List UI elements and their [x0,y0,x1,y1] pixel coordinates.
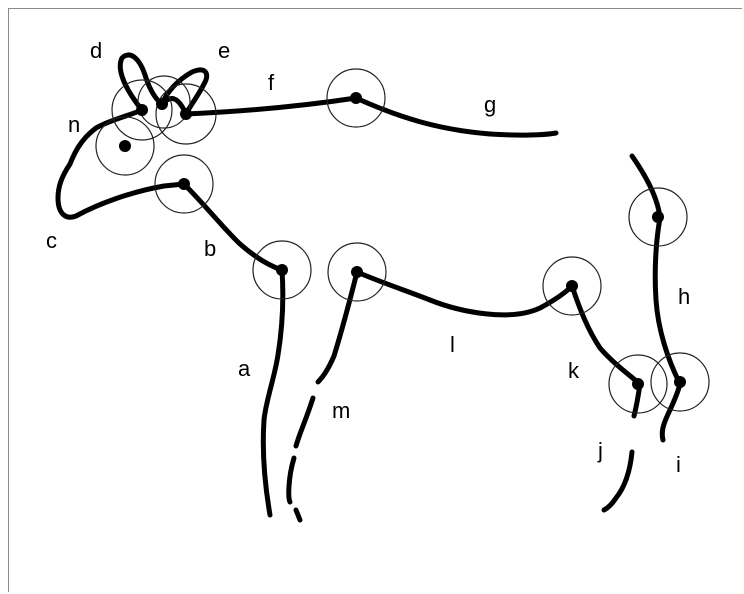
joint-dot-throat [178,178,190,190]
joint-dot-a [276,264,288,276]
joint-dot-f [350,92,362,104]
label-b: b [204,236,216,261]
label-g: g [484,92,496,117]
joint-dot-h [652,211,664,223]
joint-dot-n [119,140,131,152]
label-m: m [332,398,350,423]
curve-j-lower [604,452,632,510]
curve-h [632,156,680,384]
label-j: j [597,438,603,463]
label-k: k [568,358,580,383]
joint-dot-i [674,376,686,388]
curve-m-lower [289,458,294,502]
label-f: f [268,70,275,95]
label-e: e [218,38,230,63]
joint-dot-d [136,104,148,116]
label-l: l [450,332,455,357]
joint-dot-j [632,378,644,390]
curve-b [184,184,282,270]
label-i: i [676,452,681,477]
label-n: n [68,112,80,137]
curve-m-tip [296,510,300,520]
curve-a [263,270,283,515]
joint-rings [96,69,709,413]
curve-d [120,55,162,110]
joint-dot-m [351,266,363,278]
joint-dot-k [566,280,578,292]
curve-k [572,286,640,384]
curve-l [357,272,572,315]
label-d: d [90,38,102,63]
curve-m-mid [296,398,313,446]
curve-i [662,384,680,440]
curve-m-upper [318,272,357,382]
joint-dot-e [180,108,192,120]
curve-g [356,98,556,135]
label-a: a [238,356,251,381]
label-h: h [678,284,690,309]
joint-dot-ear [156,98,168,110]
label-c: c [46,228,57,253]
